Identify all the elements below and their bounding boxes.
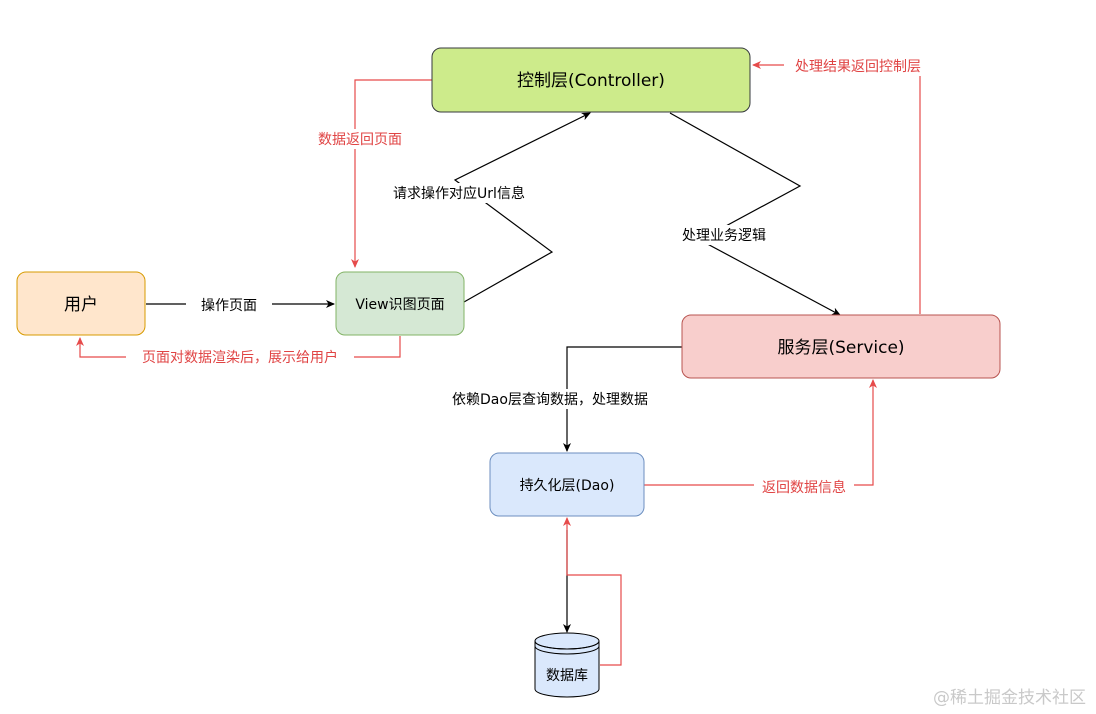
edge-service-to-controller	[752, 61, 921, 314]
label-dao-to-service: 返回数据信息	[762, 479, 846, 496]
label-service-to-dao: 依赖Dao层查询数据，处理数据	[452, 392, 648, 408]
database-node: 数据库	[534, 632, 600, 698]
view-node: View识图页面	[335, 271, 465, 336]
database-label: 数据库	[546, 668, 588, 684]
edge-database-to-dao	[563, 517, 622, 666]
edge-service-to-dao	[563, 346, 682, 452]
watermark: @稀土掘金技术社区	[933, 688, 1086, 708]
controller-node: 控制层(Controller)	[431, 47, 751, 113]
controller-label: 控制层(Controller)	[517, 71, 665, 91]
dao-label: 持久化层(Dao)	[520, 478, 615, 494]
label-service-to-controller: 处理结果返回控制层	[795, 59, 921, 75]
service-node: 服务层(Service)	[681, 314, 1001, 379]
label-controller-to-service: 处理业务逻辑	[682, 228, 766, 244]
user-node: 用户	[16, 271, 146, 336]
edge-view-to-controller	[453, 112, 591, 303]
label-user-to-view: 操作页面	[201, 298, 257, 314]
view-label: View识图页面	[355, 297, 444, 313]
service-label: 服务层(Service)	[777, 338, 904, 358]
edge-controller-to-service	[669, 112, 841, 316]
user-label: 用户	[64, 295, 98, 315]
edge-dao-to-service	[644, 379, 877, 486]
database-cylinder-icon	[534, 641, 600, 698]
dao-node: 持久化层(Dao)	[489, 452, 645, 517]
label-controller-to-view: 数据返回页面	[318, 132, 402, 148]
label-view-to-user: 页面对数据渲染后，展示给用户	[142, 349, 338, 366]
edge-controller-to-view	[351, 79, 432, 268]
label-view-to-controller: 请求操作对应Url信息	[393, 185, 525, 202]
